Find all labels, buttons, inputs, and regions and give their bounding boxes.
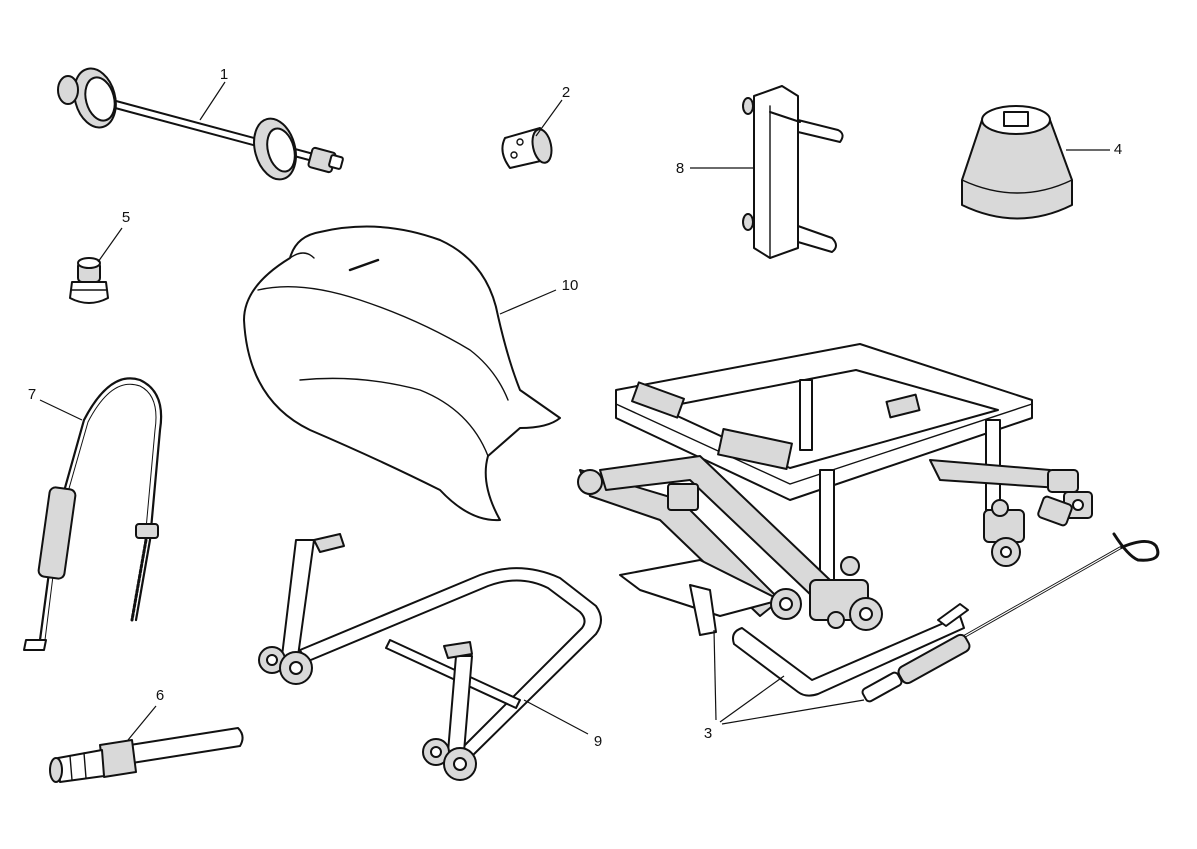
part-1-bearing-puller xyxy=(57,67,344,181)
callout-10: 10 xyxy=(562,277,579,294)
part-6-spindle xyxy=(49,727,244,783)
part-8-bracket xyxy=(742,85,844,259)
part-7-cable xyxy=(23,377,163,651)
leader-3c xyxy=(721,699,865,725)
callout-labels: 1 2 3 4 5 6 7 8 9 10 xyxy=(28,66,1122,750)
leader-2 xyxy=(535,99,563,137)
callout-8: 8 xyxy=(676,160,684,177)
leader-10 xyxy=(499,289,557,315)
leader-6 xyxy=(127,705,157,741)
leader-lines xyxy=(39,81,1110,741)
callout-3: 3 xyxy=(704,725,712,742)
callout-6: 6 xyxy=(156,687,164,704)
callout-9: 9 xyxy=(594,733,602,750)
leader-7 xyxy=(39,399,83,421)
leader-9 xyxy=(523,699,589,735)
part-10-seat xyxy=(243,225,561,522)
leader-3b xyxy=(719,675,785,723)
callout-7: 7 xyxy=(28,386,36,403)
part-4-socket-tool xyxy=(961,105,1073,220)
part-5-fitting xyxy=(69,257,109,304)
callout-5: 5 xyxy=(122,209,130,226)
part-2-bushing xyxy=(501,127,553,169)
callout-1: 1 xyxy=(220,66,228,83)
callout-4: 4 xyxy=(1114,141,1122,158)
part-9-paddock-stand xyxy=(258,533,602,781)
leader-5 xyxy=(97,227,123,263)
leader-1 xyxy=(199,81,226,121)
part-3-lift-jack xyxy=(577,343,1160,703)
callout-2: 2 xyxy=(562,84,570,101)
leader-3a xyxy=(713,629,717,721)
